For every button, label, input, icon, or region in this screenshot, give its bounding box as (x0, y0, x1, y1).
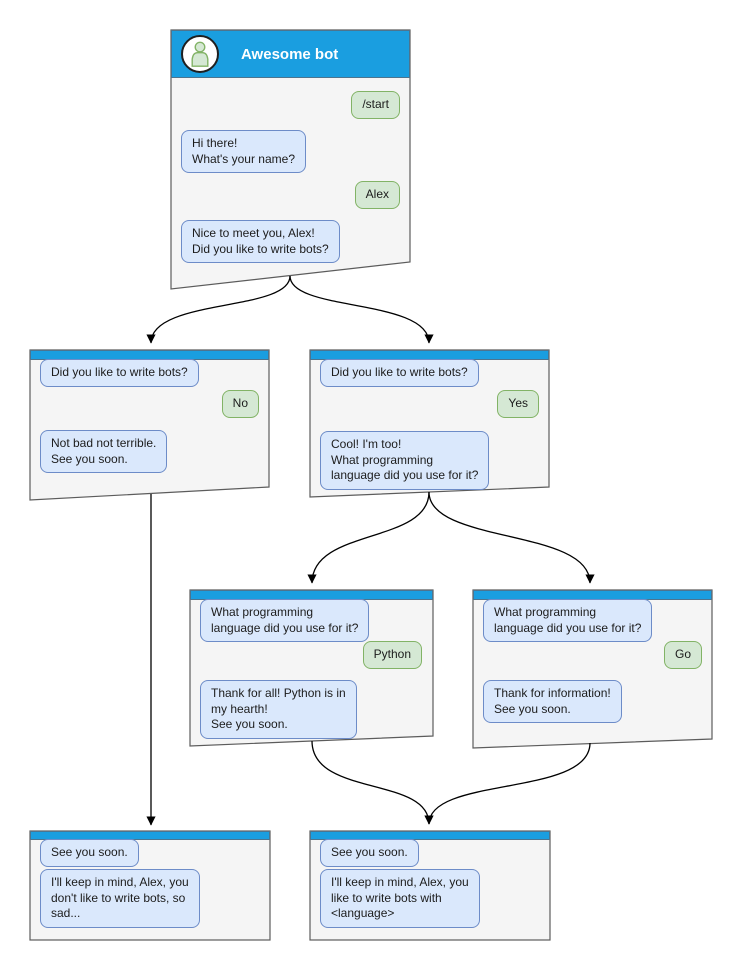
bot-message: See you soon. (320, 839, 419, 867)
bot-message: Did you like to write bots? (40, 359, 199, 387)
bot-message: Thank for information! See you soon. (483, 680, 622, 724)
window-header-bar (310, 831, 550, 840)
user-message: Go (663, 641, 702, 669)
user-message: Yes (497, 390, 539, 418)
bot-message: Hi there! What's your name? (181, 130, 307, 174)
user-message: Python (362, 641, 422, 669)
window-header: Awesome bot (171, 30, 410, 78)
bot-message: I'll keep in mind, Alex, you like to wri… (320, 869, 480, 928)
bot-message: Cool! I'm too! What programming language… (320, 431, 490, 490)
connector-main-to-no (146, 275, 291, 344)
user-icon (191, 41, 209, 67)
connector-main-to-yes (289, 275, 434, 344)
connector-go-to-end (424, 742, 591, 825)
bot-message: Nice to meet you, Alex! Did you like to … (181, 220, 340, 264)
user-message: No (221, 390, 259, 418)
window-header-bar (30, 831, 270, 840)
avatar (181, 35, 219, 73)
connector-python-to-end (311, 740, 434, 825)
connector-yes-to-go (428, 491, 595, 584)
chat-window-end-no: See you soon. I'll keep in mind, Alex, y… (30, 831, 270, 940)
chat-window-end-yes: See you soon. I'll keep in mind, Alex, y… (310, 831, 550, 940)
bot-message: Not bad not terrible. See you soon. (40, 430, 168, 474)
chat-window-branch-no: Did you like to write bots? No Not bad n… (30, 350, 269, 500)
chat-window-branch-python: What programming language did you use fo… (190, 590, 433, 746)
chat-window-main: Awesome bot /start Hi there! What's your… (171, 30, 410, 289)
bot-message: Thank for all! Python is in my hearth! S… (200, 680, 357, 739)
window-title: Awesome bot (241, 45, 339, 63)
user-message: Alex (354, 181, 400, 209)
bot-message: I'll keep in mind, Alex, you don't like … (40, 869, 200, 928)
user-message: /start (351, 91, 400, 119)
bot-message: What programming language did you use fo… (200, 599, 370, 643)
connector-yes-to-python (307, 491, 430, 584)
bot-message: What programming language did you use fo… (483, 599, 653, 643)
chat-window-branch-go: What programming language did you use fo… (473, 590, 712, 748)
bot-message: Did you like to write bots? (320, 359, 479, 387)
bot-message: See you soon. (40, 839, 139, 867)
chat-window-branch-yes: Did you like to write bots? Yes Cool! I'… (310, 350, 549, 497)
